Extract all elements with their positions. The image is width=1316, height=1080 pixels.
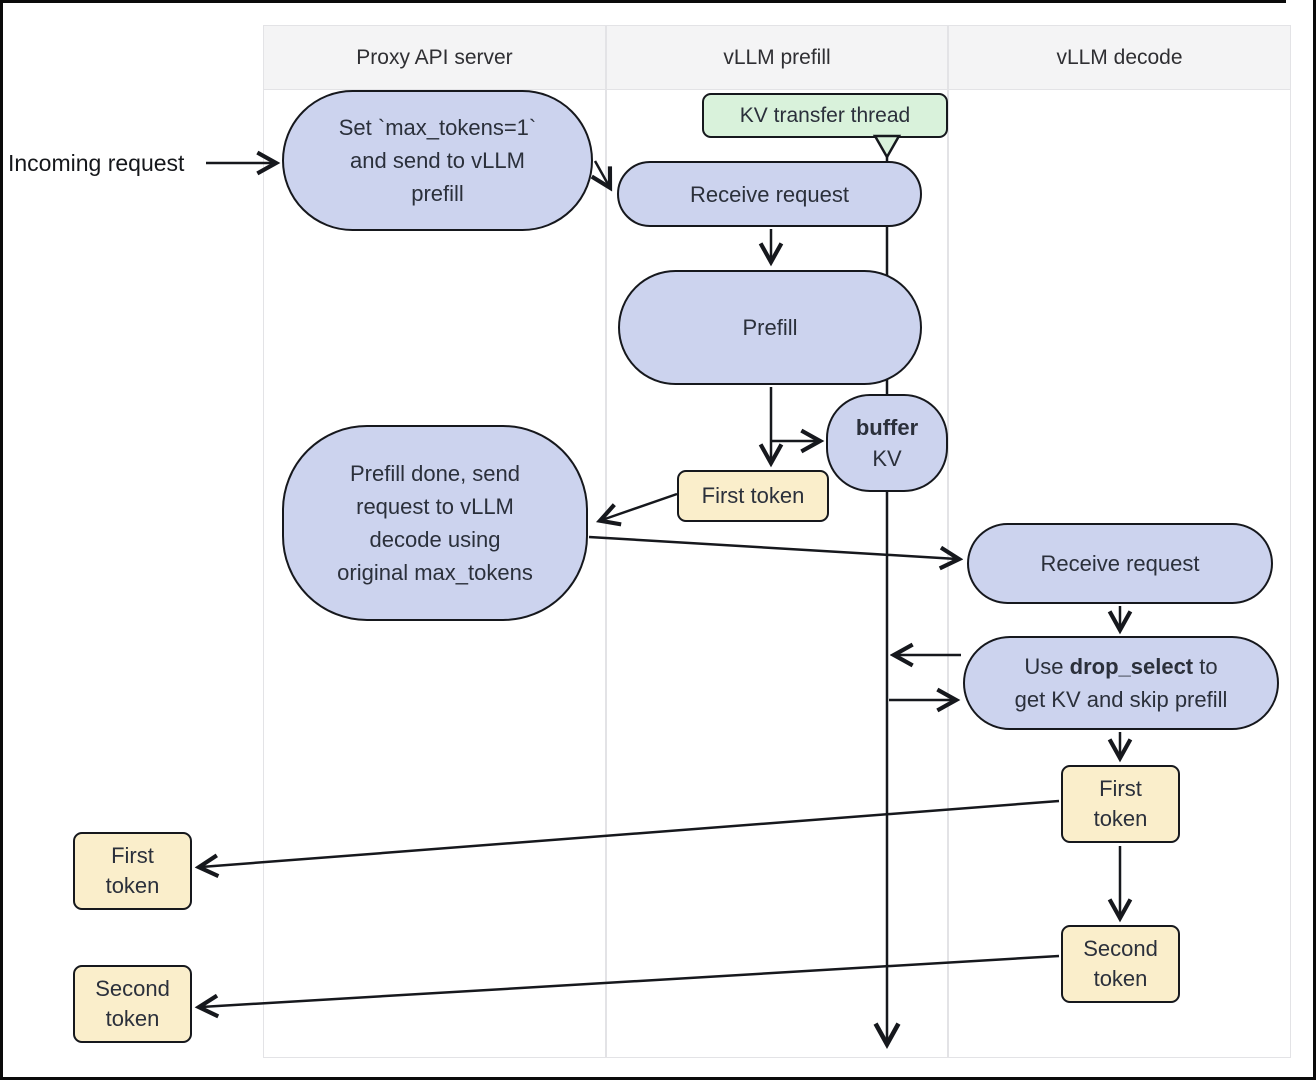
node-text-line: request to vLLM: [356, 494, 514, 519]
node-text-line: Set `max_tokens=1`: [338, 115, 537, 140]
node-text-line: buffer: [855, 415, 919, 440]
node-text-part-bold: drop_select: [1069, 654, 1194, 679]
node-text-line: KV: [872, 446, 902, 471]
node-text-line: and send to vLLM: [350, 148, 525, 173]
lane-title-decode: vLLM decode: [949, 26, 1290, 90]
node-text-part: to: [1193, 654, 1218, 679]
node-prefill-done: Prefill done, send request to vLLM decod…: [282, 425, 588, 621]
node-buffer-kv: buffer KV: [826, 394, 948, 492]
node-text-line: original max_tokens: [337, 560, 533, 585]
node-first-token-out: First token: [73, 832, 192, 910]
node-text-line: First: [1099, 776, 1142, 801]
node-text-line: token: [105, 873, 160, 898]
node-text-line: token: [1093, 966, 1148, 991]
node-text-line: Prefill done, send: [350, 461, 520, 486]
lane-vllm-decode: vLLM decode: [948, 25, 1291, 1058]
node-kv-transfer-thread: KV transfer thread: [702, 93, 948, 138]
node-second-token-decode: Second token: [1061, 925, 1180, 1003]
node-first-token-prefill: First token: [677, 470, 829, 522]
window-border-top: [0, 0, 1286, 3]
lane-title-proxy: Proxy API server: [264, 26, 605, 90]
node-first-token-decode: First token: [1061, 765, 1180, 843]
node-text-part: Use: [1024, 654, 1070, 679]
window-border-left: [0, 0, 3, 1080]
node-prefill: Prefill: [618, 270, 922, 385]
node-second-token-out: Second token: [73, 965, 192, 1043]
window-border-right: [1313, 0, 1316, 1080]
node-text-line: Second: [95, 976, 170, 1001]
incoming-request-label: Incoming request: [8, 150, 185, 176]
node-text-line: token: [1093, 806, 1148, 831]
node-text-line: Use drop_select to: [1024, 650, 1217, 683]
node-receive-request-decode: Receive request: [967, 523, 1273, 604]
lane-vllm-prefill: vLLM prefill: [606, 25, 948, 1058]
node-text-line: Second: [1083, 936, 1158, 961]
node-text-line: First: [111, 843, 154, 868]
node-drop-select: Use drop_select to get KV and skip prefi…: [963, 636, 1279, 730]
node-text-line: decode using: [369, 527, 501, 552]
lane-title-prefill: vLLM prefill: [607, 26, 947, 90]
node-receive-request-prefill: Receive request: [617, 161, 922, 227]
node-text-line: get KV and skip prefill: [1014, 687, 1228, 712]
node-text-line: token: [105, 1006, 160, 1031]
window-border-bottom: [0, 1077, 1316, 1080]
node-text-line: prefill: [411, 181, 464, 206]
node-set-max-tokens: Set `max_tokens=1` and send to vLLM pref…: [282, 90, 593, 231]
